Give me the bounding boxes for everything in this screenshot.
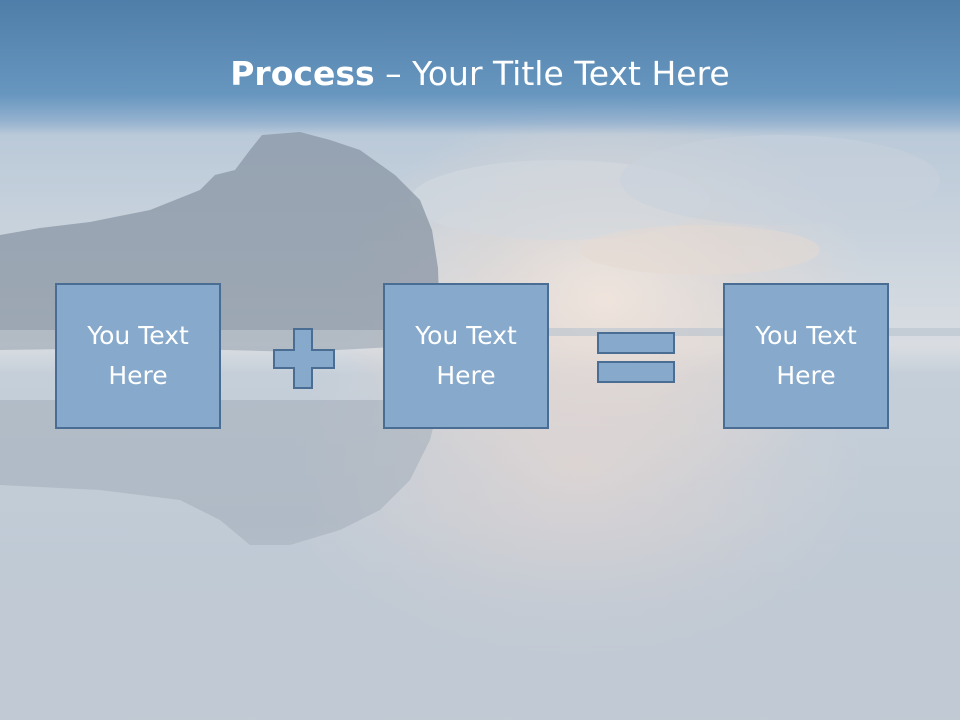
process-box-1[interactable]: You Text Here — [55, 283, 221, 429]
process-box-2-text: You Text Here — [415, 321, 517, 390]
title-rest: – Your Title Text Here — [374, 54, 730, 93]
title-bold: Process — [230, 54, 375, 93]
process-box-2[interactable]: You Text Here — [383, 283, 549, 429]
process-box-3[interactable]: You Text Here — [723, 283, 889, 429]
equals-icon — [597, 332, 675, 383]
process-box-1-text: You Text Here — [87, 321, 189, 390]
process-box-3-text: You Text Here — [755, 321, 857, 390]
slide-title: Process – Your Title Text Here — [0, 52, 960, 96]
title-bar — [0, 0, 960, 135]
plus-icon — [273, 328, 335, 389]
